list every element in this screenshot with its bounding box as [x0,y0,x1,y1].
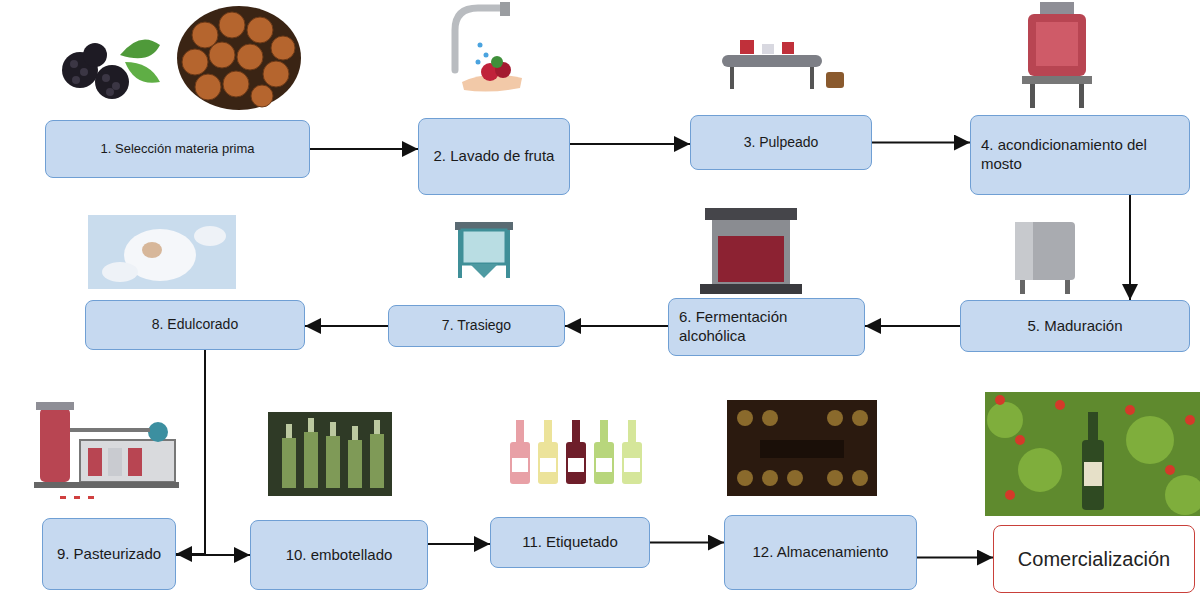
flow-arrow [428,543,490,545]
process-box: 3. Pulpeado [690,115,872,170]
process-box: 12. Almacenamiento [724,515,917,590]
flow-arrow [1129,195,1131,300]
bottling-photo [268,412,392,496]
process-box: 11. Etiquetado [490,517,650,568]
pasteurizer-icon [34,402,179,499]
flow-arrow [305,325,388,327]
flow-arrow [565,325,668,327]
blackberry-icon [62,39,160,99]
flow-arrow [570,143,690,145]
market-photo [985,392,1200,516]
flow-arrow [310,148,418,150]
step-label: 2. Lavado de fruta [429,147,559,166]
process-box: 8. Edulcorado [85,300,305,350]
step-label: 1. Selección materia prima [56,141,299,157]
step-label: 9. Pasteurizado [53,545,165,564]
fruit-photo [177,6,301,110]
process-box: 2. Lavado de fruta [418,118,570,195]
process-box: 6. Fermentación alcohólica [668,298,865,356]
step-label: 7. Trasiego [399,317,554,335]
terminal-box: Comercialización [993,525,1195,593]
flow-arrow [650,542,724,544]
process-box: 7. Trasiego [388,305,565,347]
flow-arrow [865,325,960,327]
step-label: 10. embotellado [261,546,417,565]
flow-arrow [917,557,993,559]
step-label: 12. Almacenamiento [735,543,906,562]
flow-arrow [176,554,250,556]
step-label: Comercialización [1004,547,1184,572]
process-box: 9. Pasteurizado [42,518,176,590]
cellar-photo [727,400,877,496]
step-label: 4. acondicionamiento del mosto [981,136,1179,174]
step-label: 5. Maduración [971,317,1179,336]
maturation-tank-icon [1015,222,1075,294]
flow-arrow [176,350,205,554]
sugar-photo [88,215,236,289]
tank-icon [1022,2,1092,108]
process-box: 5. Maduración [960,300,1190,352]
fermentation-tank-icon [700,208,802,294]
process-box: 4. acondicionamiento del mosto [970,115,1190,195]
step-label: 6. Fermentación alcohólica [679,308,854,346]
bottles-icon [510,420,642,484]
step-label: 3. Pulpeado [701,134,861,152]
pulper-icon [722,40,844,89]
process-box: 10. embotellado [250,520,428,590]
washing-icon [455,2,522,92]
step-label: 11. Etiquetado [501,533,639,552]
process-box: 1. Selección materia prima [45,120,310,178]
flow-arrow [872,142,970,144]
filter-icon [455,222,513,278]
step-label: 8. Edulcorado [96,316,294,334]
